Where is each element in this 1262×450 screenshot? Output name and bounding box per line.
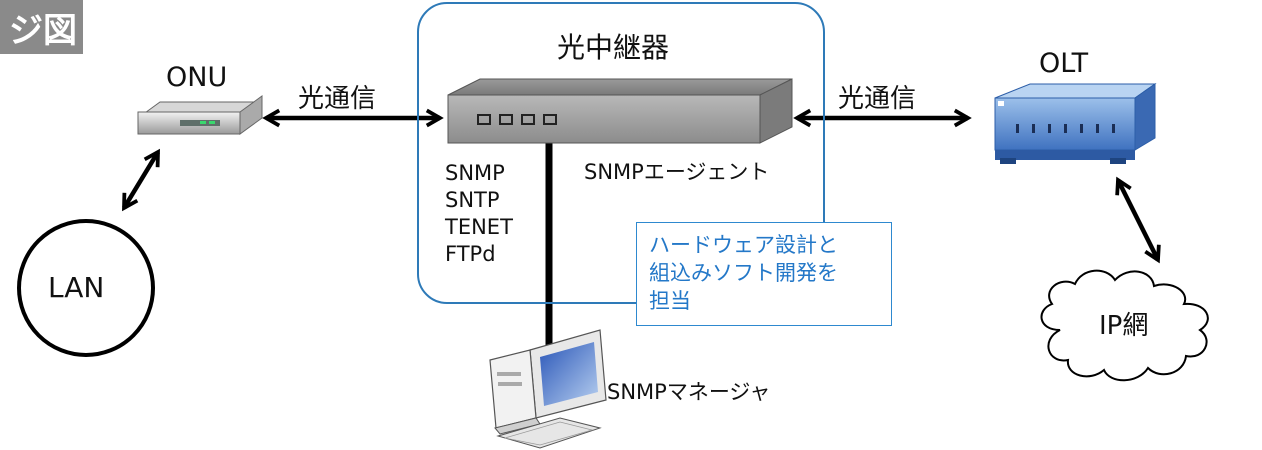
lan-circle [17,219,155,357]
onu-lan-arrow [122,148,160,212]
olt-label: OLT [1039,48,1089,79]
onu-label: ONU [166,62,228,93]
protocol-snmp: SNMP [445,161,505,185]
ip-cloud-icon [1040,269,1209,382]
ip-net-label: IP網 [1099,311,1149,341]
relay-boundary [417,2,825,304]
snmp-manager-label: SNMPマネージャ [607,380,771,404]
relay-title: 光中継器 [557,31,670,64]
note-line-2: 組込みソフト開発を [649,261,838,285]
note-line-3: 担当 [649,289,691,313]
page-badge: ジ図 [0,0,83,54]
left-link-label: 光通信 [298,84,377,114]
right-link-label: 光通信 [838,84,917,114]
protocol-ftpd: FTPd [445,242,496,266]
onu-device-icon [137,95,263,135]
note-line-1: ハードウェア設計と [649,233,838,257]
lan-label: LAN [48,271,105,304]
protocol-tenet: TENET [445,215,513,239]
relay-device-icon [447,78,793,144]
olt-ipnet-arrow [1115,176,1161,264]
protocol-sntp: SNTP [445,188,500,212]
responsibility-note: ハードウェア設計と 組込みソフト開発を 担当 [636,222,892,326]
snmp-agent-label: SNMPエージェント [584,160,770,184]
pc-icon [489,329,607,449]
olt-device-icon [994,83,1157,164]
